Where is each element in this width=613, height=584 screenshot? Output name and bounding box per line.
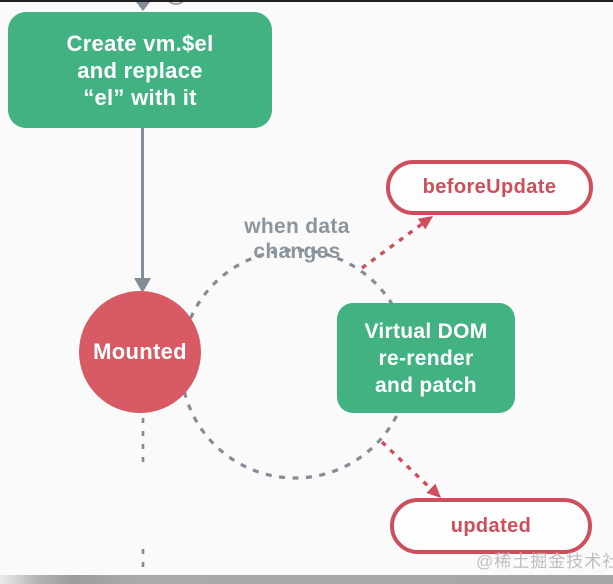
node-before-update-hook: beforeUpdate: [386, 160, 593, 215]
node-create-line-2: and replace: [77, 57, 203, 83]
top-entry-arrowhead-icon: [136, 2, 150, 11]
when-data-changes-line-1: when data: [244, 215, 350, 238]
virtual-dom-line-2: re-render: [378, 346, 474, 370]
before-update-label: beforeUpdate: [422, 176, 557, 198]
node-create-vm-el: Create vm.$el and replace “el” with it: [8, 12, 272, 128]
to-before-update-dashed-line: [360, 222, 424, 270]
node-updated-hook: updated: [390, 498, 592, 554]
virtual-dom-line-1: Virtual DOM: [364, 319, 488, 343]
node-virtual-dom: Virtual DOM re-render and patch: [337, 303, 515, 413]
to-updated-dashed-line: [380, 440, 431, 489]
top-cropped-circle: [166, 0, 186, 5]
node-create-line-1: Create vm.$el: [66, 30, 214, 56]
to-updated-arrowhead-icon: [426, 483, 441, 498]
to-before-update-arrowhead-icon: [417, 216, 433, 230]
mounted-label: Mounted: [93, 339, 187, 364]
when-data-changes-line-2: changes: [253, 240, 341, 263]
node-mounted-state: Mounted: [79, 291, 201, 413]
updated-label: updated: [450, 514, 532, 537]
bottom-progress-bar: [0, 575, 613, 584]
when-data-changes-label: when data changes: [212, 214, 382, 264]
top-edge-bar: [0, 0, 613, 2]
virtual-dom-line-3: and patch: [375, 373, 477, 397]
juejin-watermark: @稀土掘金技术社区: [476, 552, 613, 571]
create-to-mounted-arrowhead-icon: [134, 278, 151, 293]
node-create-line-3: “el” with it: [83, 84, 197, 110]
